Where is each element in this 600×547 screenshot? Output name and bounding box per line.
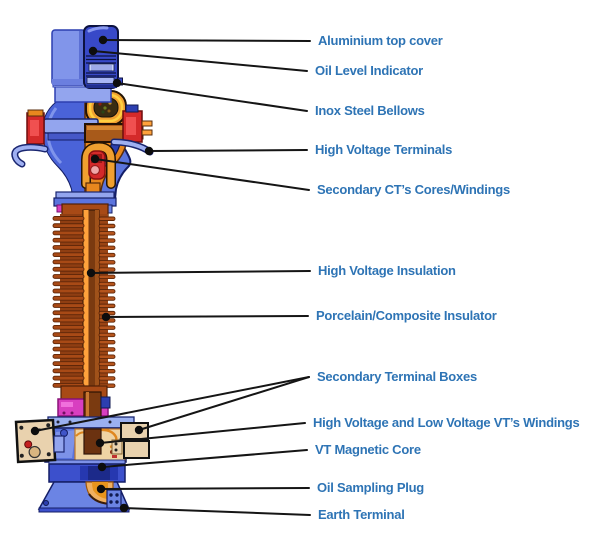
fin-right (98, 289, 116, 294)
fin-right (98, 296, 116, 301)
leader-line-earth-terminal (123, 507, 311, 516)
hv-terminal-right (122, 104, 153, 143)
fin-left (52, 353, 85, 359)
fin-left (52, 339, 85, 345)
fin-right (98, 303, 116, 309)
leader-dot-aluminium-top-cover (98, 35, 108, 45)
leader-dot-high-voltage-insulation (86, 268, 96, 278)
top-assembly (51, 25, 123, 103)
leader-dot-oil-level-indicator (88, 46, 98, 56)
fin-right (98, 281, 116, 287)
fin-right (98, 354, 116, 359)
leader-line-secondary-terminal-boxes (138, 376, 310, 431)
oil-level-indicator-window (86, 55, 116, 72)
leader-line-oil-level-indicator (92, 50, 308, 72)
fin-right (98, 339, 116, 345)
fin-left (52, 245, 85, 250)
fin-left (52, 237, 85, 243)
base-foot (37, 481, 131, 513)
leader-line-aluminium-top-cover (102, 39, 311, 42)
hv-terminal-left (26, 109, 45, 145)
top-cover-cut (83, 25, 123, 89)
leader-dot-vt-magnetic-core (97, 462, 107, 472)
fin-right (98, 245, 116, 250)
fin-left (52, 346, 85, 352)
fin-left (52, 303, 85, 308)
top-cover-outer (51, 29, 86, 86)
fin-left (52, 230, 85, 236)
fin-left (52, 281, 85, 287)
leader-dot-secondary-ct-cores-windings (90, 154, 100, 164)
fin-right (98, 238, 116, 243)
fin-left (52, 223, 85, 229)
terminal-box-right (111, 422, 150, 459)
hv-insulation-core (82, 209, 100, 391)
corona-arm-left (11, 143, 49, 168)
fin-left (52, 332, 85, 337)
lower-stem (57, 391, 111, 435)
leader-dot-high-voltage-terminals (144, 146, 154, 156)
leader-dot-oil-sampling-plug (96, 484, 106, 494)
fin-left (52, 288, 85, 294)
leader-lines (30, 35, 311, 516)
fin-left (52, 324, 85, 330)
fin-right (98, 260, 116, 265)
fin-left (52, 274, 85, 279)
leader-line-inox-steel-bellows (116, 82, 308, 112)
fin-right (98, 325, 116, 330)
fin-left (52, 266, 85, 272)
leader-line-secondary-terminal-boxes (34, 376, 310, 432)
leader-line-secondary-ct-cores-windings (94, 158, 310, 191)
leader-dot-earth-terminal (119, 503, 129, 513)
insulator-fins (52, 216, 116, 388)
fin-left (52, 317, 85, 323)
ct-cores (81, 141, 116, 189)
fin-right (98, 231, 116, 236)
leader-dot-secondary-terminal-boxes (134, 425, 144, 435)
leader-line-porcelain-composite-insulator (105, 315, 309, 318)
leader-dot-hv-lv-vt-windings (95, 438, 105, 448)
fin-left (52, 252, 85, 258)
fin-right (98, 267, 116, 272)
fin-left (52, 216, 85, 221)
leader-dot-porcelain-composite-insulator (101, 312, 111, 322)
leader-line-vt-magnetic-core (101, 449, 308, 468)
vt-magnetic-core-band (48, 459, 126, 483)
fin-right (98, 347, 116, 352)
fin-left (52, 368, 85, 374)
leader-line-hv-lv-vt-windings (99, 422, 306, 444)
leader-line-high-voltage-terminals (148, 149, 308, 152)
fin-left (52, 259, 85, 265)
fin-right (98, 223, 116, 229)
leader-line-high-voltage-insulation (90, 270, 311, 274)
leader-dot-inox-steel-bellows (112, 78, 122, 88)
fin-right (98, 369, 116, 374)
fin-left (52, 361, 85, 366)
terminal-box-left (14, 418, 57, 464)
fin-left (52, 375, 85, 381)
fin-right (98, 216, 116, 221)
terminal-box-bracket (53, 435, 65, 453)
leader-line-oil-sampling-plug (100, 487, 310, 490)
fin-right (98, 361, 116, 367)
leader-dot-secondary-terminal-boxes (30, 426, 40, 436)
fin-right (98, 274, 116, 280)
fin-left (52, 295, 85, 301)
fin-right (98, 376, 116, 381)
base-plate (38, 507, 130, 513)
fin-left (52, 310, 85, 316)
fin-right (98, 332, 116, 338)
fin-right (98, 252, 116, 258)
insulator (52, 203, 116, 400)
